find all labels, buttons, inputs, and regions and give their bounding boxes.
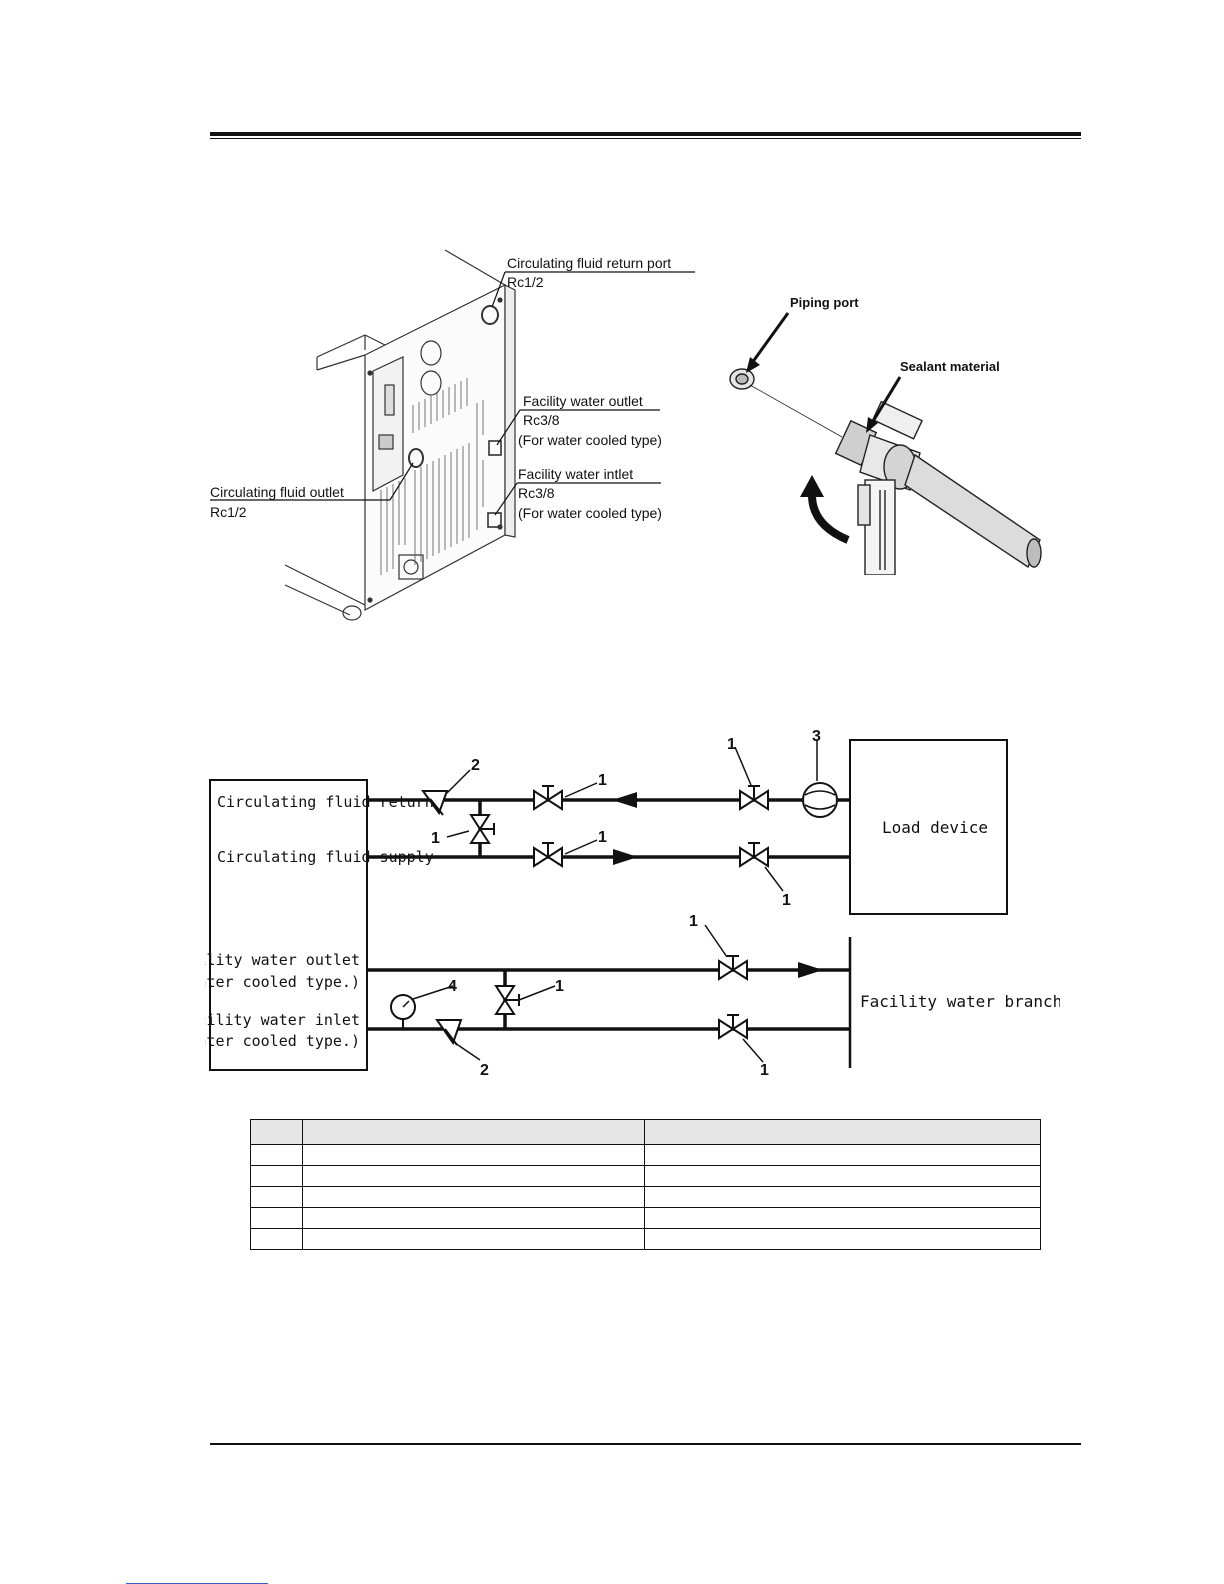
circ-return-label: Circulating fluid return	[217, 793, 434, 811]
header-rule	[210, 132, 1081, 136]
callout-number: 4	[448, 978, 457, 995]
valve-icon	[739, 785, 769, 810]
valve-icon	[533, 785, 563, 810]
outlet-label: Circulating fluid outlet	[210, 484, 344, 500]
return-flow-arrow	[612, 792, 637, 808]
fw-branch-label: Facility water branch	[860, 992, 1060, 1011]
table-row	[250, 1186, 1041, 1208]
rotation-arrowhead	[800, 475, 824, 497]
pointer-arrows	[750, 312, 902, 424]
fw-outlet-size: Rc3/8	[523, 412, 560, 428]
callout-number: 1	[689, 913, 698, 930]
return-port-label: Circulating fluid return port	[507, 255, 671, 271]
return-port-size: Rc1/2	[507, 274, 544, 290]
leader-lines	[210, 271, 695, 516]
piping-diagram: 2 1 1 1 1 3 1 1 4 1 2 1 Circulating flui…	[205, 728, 1060, 1079]
rotation-arrow	[808, 494, 850, 544]
callout-number: 1	[727, 736, 736, 753]
table-cell	[250, 1144, 303, 1166]
footer-rule	[210, 1443, 1081, 1445]
pressure-gauge-icon	[390, 994, 416, 1029]
fw-outlet-label: Facility water outlet	[205, 951, 360, 969]
louver-grilles	[380, 378, 484, 575]
fw-outlet-label: Facility water outlet	[523, 393, 643, 409]
sealing-figure: Piping port Sealant material	[729, 295, 1042, 575]
pipe-lines	[367, 798, 850, 1031]
valve-icon	[739, 842, 769, 867]
fw-inlet-size: Rc3/8	[518, 485, 555, 501]
strainer-icon	[421, 790, 449, 816]
flowmeter-icon	[802, 782, 838, 818]
header-cell	[302, 1119, 645, 1145]
sealant-label: Sealant material	[900, 359, 1000, 374]
bypass-valve-icon	[495, 985, 520, 1015]
table-cell	[250, 1207, 303, 1229]
outlet-flow-arrow	[798, 962, 823, 978]
fw-inlet-label: Facility water inlet	[205, 1011, 360, 1029]
fw-inlet-note: (For water cooled type)	[518, 505, 662, 521]
table-cell	[644, 1165, 1041, 1187]
unit-rear-figure: Circulating fluid return port Rc1/2 Faci…	[210, 249, 695, 621]
valve-icon	[533, 842, 563, 867]
table-cell	[302, 1144, 645, 1166]
supply-flow-arrow	[613, 849, 638, 865]
table-cell	[644, 1186, 1041, 1208]
table-cell	[302, 1207, 645, 1229]
callout-number: 2	[471, 757, 480, 774]
chiller-box	[209, 779, 368, 1071]
table-row	[250, 1165, 1041, 1187]
callout-number: 1	[598, 829, 607, 846]
table-row	[250, 1228, 1041, 1250]
table-cell	[250, 1228, 303, 1250]
table-row	[250, 1144, 1041, 1166]
callout-number: 1	[598, 772, 607, 789]
table-cell	[302, 1186, 645, 1208]
table-cell	[302, 1165, 645, 1187]
fw-inlet-note: (For water cooled type.)	[205, 1032, 360, 1050]
piping-port-label: Piping port	[790, 295, 859, 310]
callout-number: 2	[480, 1062, 489, 1079]
fw-outlet-note: (For water cooled type.)	[205, 973, 360, 991]
outlet-size: Rc1/2	[210, 504, 247, 520]
valve-icon	[718, 955, 748, 980]
table-cell	[250, 1186, 303, 1208]
table-cell	[644, 1144, 1041, 1166]
valve-icon	[718, 1014, 748, 1039]
header-cell	[644, 1119, 1041, 1145]
table-cell	[250, 1165, 303, 1187]
callout-number: 1	[760, 1062, 769, 1079]
table-header-row	[250, 1119, 1041, 1145]
fw-outlet-note: (For water cooled type)	[518, 432, 662, 448]
fw-inlet-label: Facility water intlet	[518, 466, 633, 482]
callout-number: 1	[555, 978, 564, 995]
header-cell	[250, 1119, 303, 1145]
callout-number: 1	[782, 892, 791, 909]
load-device-label: Load device	[882, 818, 988, 837]
callout-number: 1	[431, 830, 440, 847]
strainer-icon	[435, 1019, 463, 1046]
header-rule-thin	[210, 138, 1081, 139]
chiller-unit-drawing	[284, 249, 516, 621]
callout-number: 3	[812, 728, 821, 745]
circ-supply-label: Circulating fluid supply	[217, 848, 434, 866]
load-device-box	[849, 739, 1008, 915]
callout-lines	[412, 740, 818, 1063]
table-cell	[644, 1207, 1041, 1229]
table-cell	[302, 1228, 645, 1250]
table-row	[250, 1207, 1041, 1229]
table-cell	[644, 1228, 1041, 1250]
bypass-valve-icon	[470, 814, 495, 844]
parts-table	[250, 1119, 1041, 1250]
